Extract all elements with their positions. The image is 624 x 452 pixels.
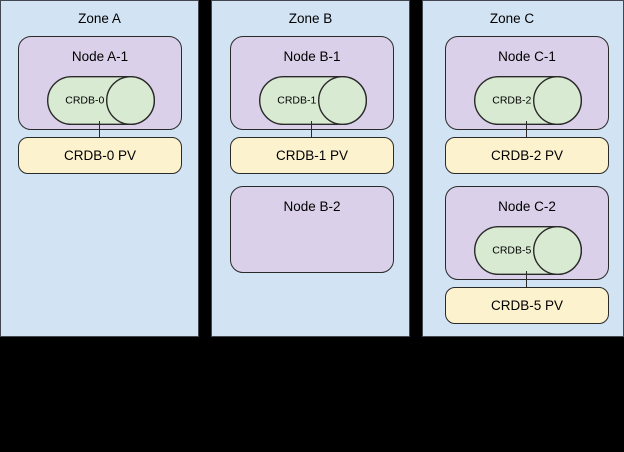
- database-cylinder-crdb-2: CRDB-2: [474, 76, 582, 125]
- connector-node-c-1-to-pv: [526, 121, 528, 139]
- database-cylinder-crdb-1: CRDB-1: [259, 76, 367, 125]
- zone-container-c: Zone C Node C-1 CRDB-2 CRDB-2 PV Node C-…: [422, 0, 624, 337]
- node-box-c-1: Node C-1 CRDB-2: [445, 36, 609, 130]
- pv-label-crdb-5: CRDB-5 PV: [490, 297, 563, 313]
- zone-container-b: Zone B Node B-1 CRDB-1 CRDB-1 PV Node B-…: [211, 0, 410, 337]
- pv-label-crdb-0: CRDB-0 PV: [63, 147, 136, 163]
- connector-node-b-1-to-pv: [311, 121, 313, 139]
- zone-title-a: Zone A: [78, 11, 121, 26]
- pv-label-crdb-2: CRDB-2 PV: [490, 147, 563, 163]
- database-cylinder-crdb-5: CRDB-5: [474, 226, 582, 275]
- database-cylinder-crdb-0: CRDB-0: [47, 76, 155, 125]
- node-title-b-1: Node B-1: [283, 49, 341, 64]
- pv-label-crdb-1: CRDB-1 PV: [275, 147, 348, 163]
- connector-node-c-2-to-pv: [526, 271, 528, 289]
- connector-node-a-1-to-pv: [99, 121, 101, 139]
- node-title-a-1: Node A-1: [71, 49, 129, 64]
- node-box-b-2: Node B-2: [230, 186, 394, 273]
- node-title-c-2: Node C-2: [498, 199, 556, 214]
- node-title-b-2: Node B-2: [283, 199, 341, 214]
- pv-box-crdb-5: CRDB-5 PV: [445, 287, 609, 324]
- node-box-c-2: Node C-2 CRDB-5: [445, 186, 609, 280]
- pv-box-crdb-2: CRDB-2 PV: [445, 137, 609, 174]
- node-title-c-1: Node C-1: [498, 49, 556, 64]
- zone-title-c: Zone C: [489, 11, 535, 26]
- pv-box-crdb-0: CRDB-0 PV: [18, 137, 182, 174]
- node-box-b-1: Node B-1 CRDB-1: [230, 36, 394, 130]
- pv-box-crdb-1: CRDB-1 PV: [230, 137, 394, 174]
- zone-title-b: Zone B: [288, 11, 333, 26]
- zone-container-a: Zone A Node A-1 CRDB-0 CRDB-0 PV: [0, 0, 199, 337]
- node-box-a-1: Node A-1 CRDB-0: [18, 36, 182, 130]
